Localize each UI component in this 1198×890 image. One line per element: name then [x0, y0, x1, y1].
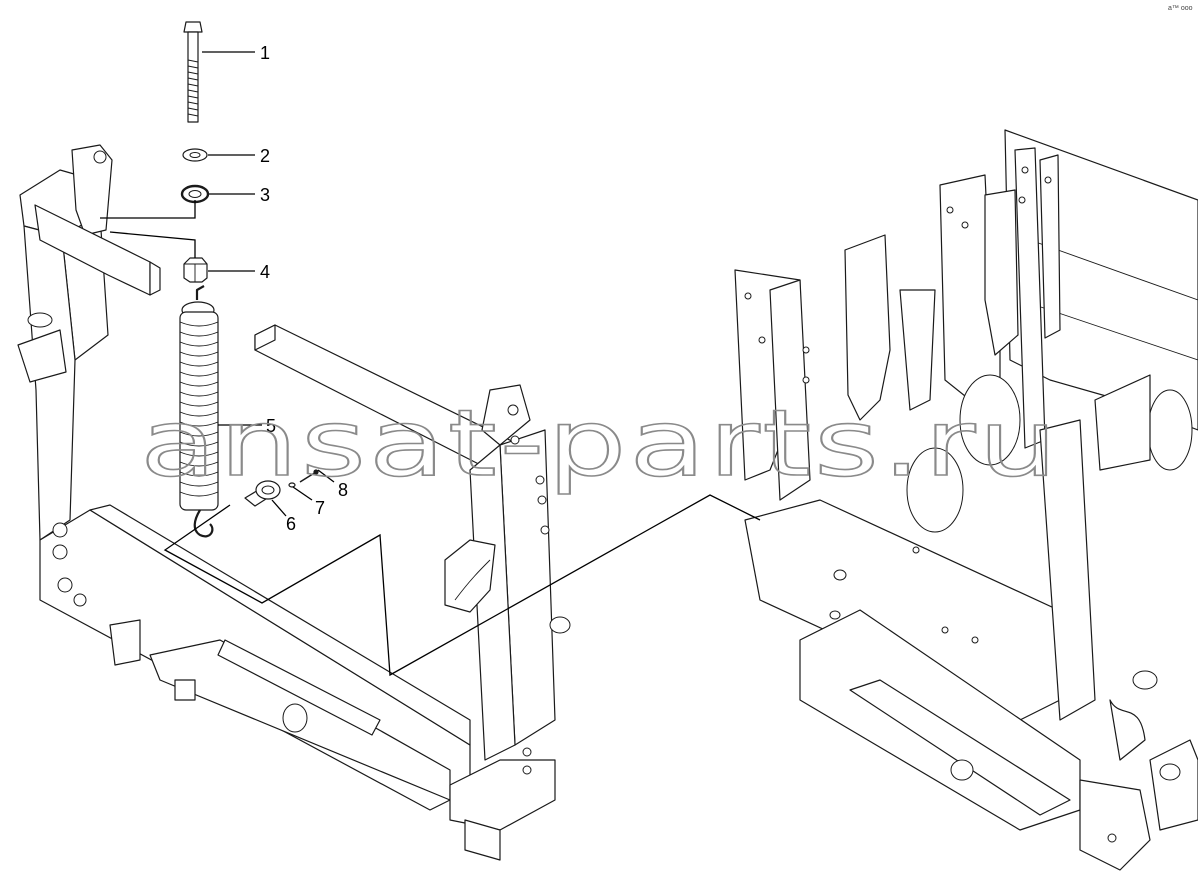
callout-4: 4: [260, 262, 270, 282]
callout-7: 7: [315, 498, 325, 518]
exploded-parts: [179, 21, 319, 538]
callouts: 1 2 3 4 5 6 7 8: [202, 43, 348, 534]
callout-2: 2: [260, 146, 270, 166]
callout-1: 1: [260, 43, 270, 63]
callout-8: 8: [338, 480, 348, 500]
callout-6: 6: [286, 514, 296, 534]
callout-5: 5: [266, 416, 276, 436]
tension-spring: [179, 285, 219, 538]
corner-mark: a™ ooo: [1168, 5, 1193, 12]
callout-3: 3: [260, 185, 270, 205]
bolt: [183, 21, 203, 123]
left-frame: [17, 144, 571, 861]
right-frame: [734, 129, 1198, 871]
assembly-leaders: [100, 200, 761, 677]
watermark: ansat-parts.ru: [140, 390, 1060, 497]
